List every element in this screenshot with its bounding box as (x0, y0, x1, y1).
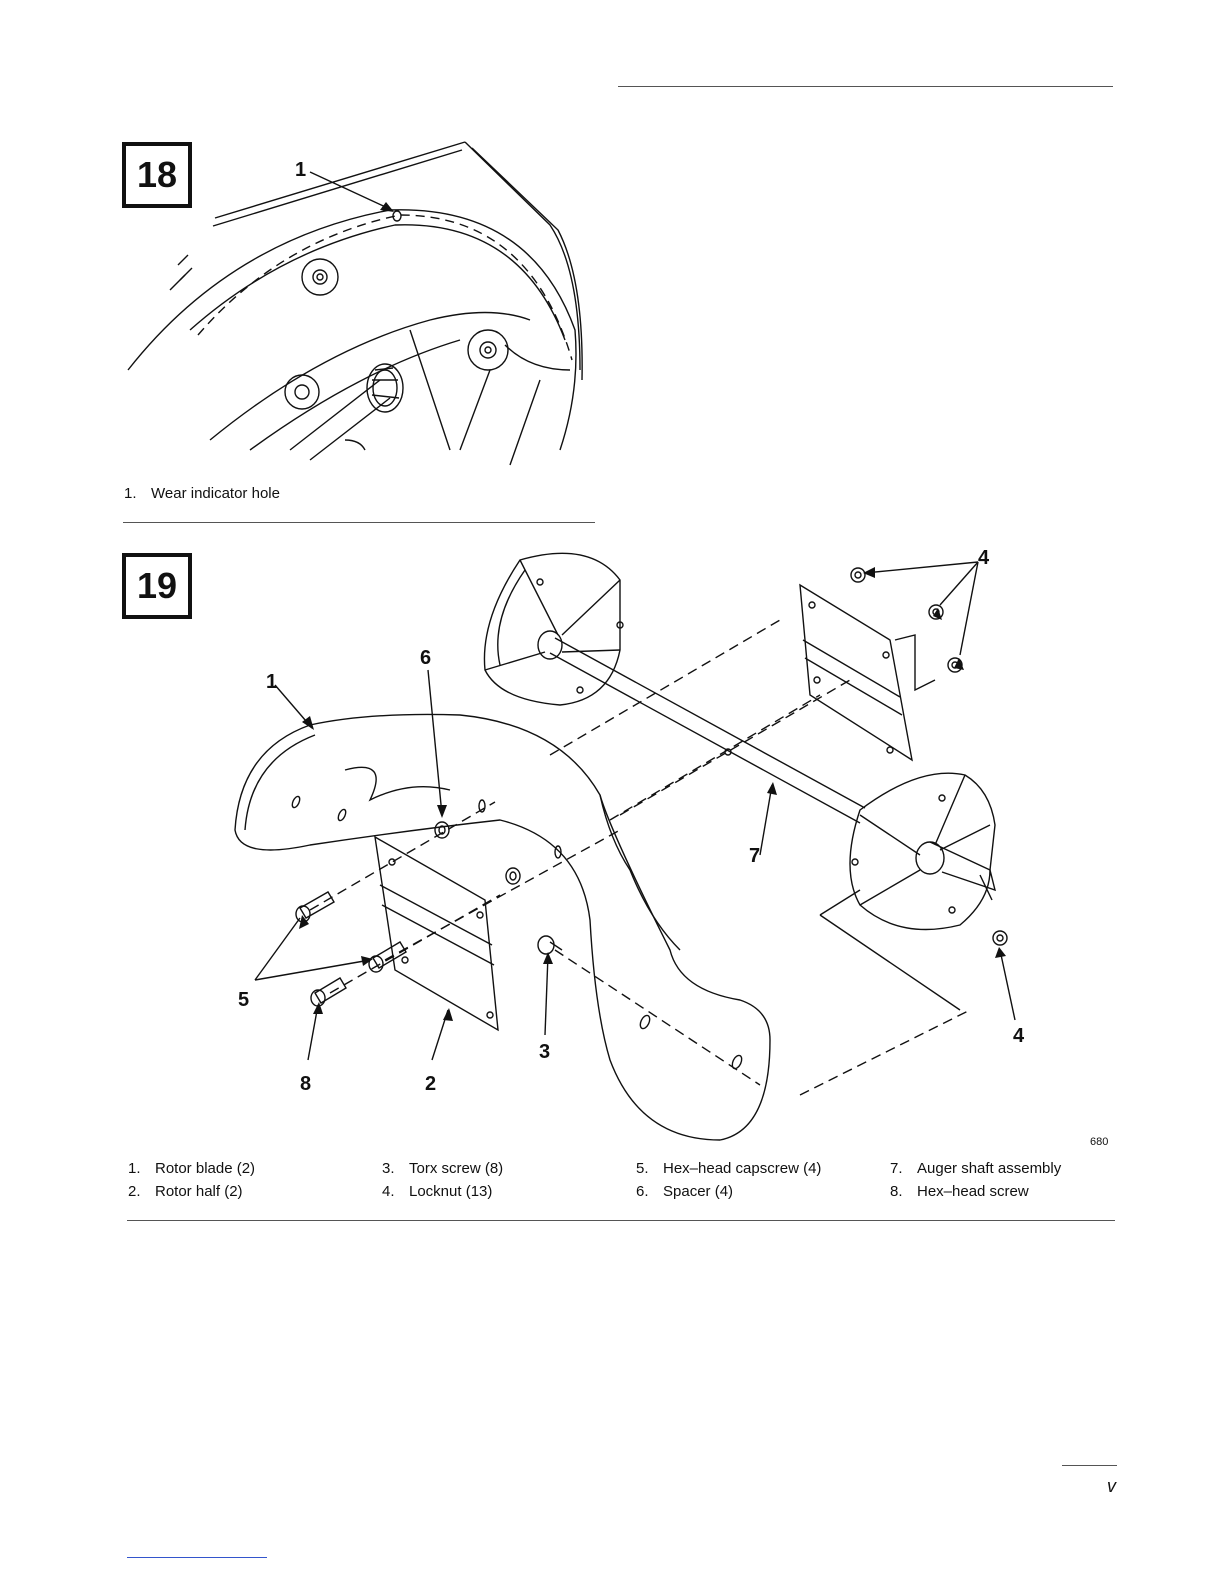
figure-19-callout-5: 5 (238, 989, 249, 1011)
figure-19-callout-7: 7 (749, 845, 760, 867)
figure-19-legend-item: 6.Spacer (4) (636, 1183, 733, 1200)
figure-19-callout-8: 8 (300, 1073, 311, 1095)
figure-19-legend-item: 1.Rotor blade (2) (128, 1160, 255, 1177)
figure-19-number: 19 (122, 553, 192, 619)
figure-19-callout-4-bottom: 4 (1013, 1025, 1025, 1047)
figure-18-legend-item: 1.Wear indicator hole (124, 485, 280, 502)
figure-19-illustration: 1 2 3 4 4 5 6 7 8 (200, 540, 1080, 1150)
figure-19-legend-item: 4.Locknut (13) (382, 1183, 492, 1200)
figure-19-callout-4-top: 4 (978, 547, 990, 569)
top-rule (618, 86, 1113, 87)
figure-19-legend-item: 7.Auger shaft assembly (890, 1160, 1061, 1177)
figure-19-legend-item: 3.Torx screw (8) (382, 1160, 503, 1177)
figure-19-legend-item: 5.Hex–head capscrew (4) (636, 1160, 821, 1177)
figure-19-legend-item: 2.Rotor half (2) (128, 1183, 243, 1200)
figure-18-callout-1: 1 (295, 159, 306, 181)
page-number: v (1107, 1476, 1116, 1497)
figure-18-bottom-rule (123, 522, 595, 523)
figure-19-callout-2: 2 (425, 1073, 436, 1095)
bottom-link-underline (127, 1557, 267, 1558)
figure-19-legend-item: 8.Hex–head screw (890, 1183, 1029, 1200)
figure-19-callout-1: 1 (266, 671, 277, 693)
figure-19-bottom-rule (127, 1220, 1115, 1221)
figure-19-callout-6: 6 (420, 647, 431, 669)
figure-19-code: 680 (1090, 1136, 1108, 1148)
page-number-rule (1062, 1465, 1117, 1466)
figure-18-illustration: 1 (110, 130, 610, 480)
figure-19-callout-3: 3 (539, 1041, 550, 1063)
